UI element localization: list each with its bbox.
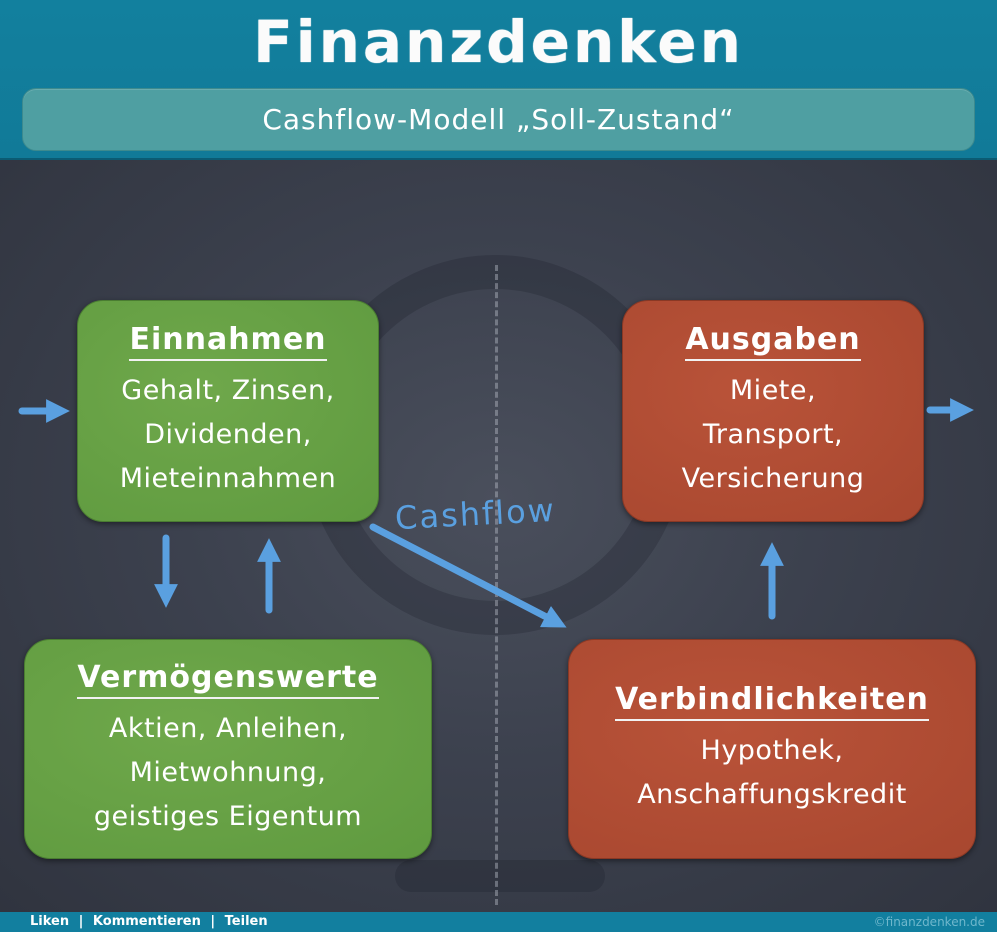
- box-vermoegenswerte-title: Vermögenswerte: [77, 660, 379, 699]
- box-vermoegenswerte: Vermögenswerte Aktien, Anleihen, Mietwoh…: [24, 639, 432, 859]
- footer-bar: Liken | Kommentieren | Teilen ©finanzden…: [0, 912, 997, 932]
- comment-link[interactable]: Kommentieren: [92, 914, 201, 929]
- box-ausgaben-line: Miete,: [729, 374, 817, 406]
- box-verbindlichkeiten-line: Hypothek,: [700, 734, 844, 766]
- box-einnahmen-line: Dividenden,: [144, 418, 312, 450]
- footer-separator: |: [210, 914, 216, 929]
- subtitle: Cashflow-Modell „Soll-Zustand“: [262, 103, 735, 136]
- subtitle-bar: Cashflow-Modell „Soll-Zustand“: [22, 88, 975, 151]
- box-einnahmen-line: Gehalt, Zinsen,: [121, 374, 335, 406]
- box-ausgaben: Ausgaben Miete, Transport, Versicherung: [622, 300, 924, 522]
- box-einnahmen: Einnahmen Gehalt, Zinsen, Dividenden, Mi…: [77, 300, 379, 522]
- box-verbindlichkeiten-line: Anschaffungskredit: [637, 778, 907, 810]
- footer-links: Liken | Kommentieren | Teilen: [30, 914, 268, 929]
- header-banner: Finanzdenken Cashflow-Modell „Soll-Zusta…: [0, 0, 997, 160]
- chalkboard-diagram: Einnahmen Gehalt, Zinsen, Dividenden, Mi…: [0, 160, 997, 912]
- box-verbindlichkeiten: Verbindlichkeiten Hypothek, Anschaffungs…: [568, 639, 976, 859]
- flow-arrows: [18, 398, 974, 628]
- box-ausgaben-line: Transport,: [702, 418, 844, 450]
- box-vermoegenswerte-line: Aktien, Anleihen,: [108, 712, 348, 744]
- box-ausgaben-line: Versicherung: [681, 462, 865, 494]
- footer-separator: |: [78, 914, 84, 929]
- background-watermark-base: [395, 860, 605, 892]
- like-link[interactable]: Liken: [30, 914, 70, 929]
- copyright-notice: ©finanzdenken.de: [873, 915, 985, 929]
- box-verbindlichkeiten-title: Verbindlichkeiten: [615, 682, 929, 721]
- box-vermoegenswerte-line: geistiges Eigentum: [93, 800, 363, 832]
- box-vermoegenswerte-line: Mietwohnung,: [129, 756, 327, 788]
- box-ausgaben-title: Ausgaben: [685, 322, 861, 361]
- box-einnahmen-title: Einnahmen: [129, 322, 327, 361]
- page-title: Finanzdenken: [253, 8, 744, 76]
- box-einnahmen-line: Mieteinnahmen: [119, 462, 337, 494]
- share-link[interactable]: Teilen: [224, 914, 268, 929]
- arrow-cashflow-to-verbindlichkeiten-icon: [369, 523, 567, 628]
- center-dashed-divider: [495, 265, 498, 905]
